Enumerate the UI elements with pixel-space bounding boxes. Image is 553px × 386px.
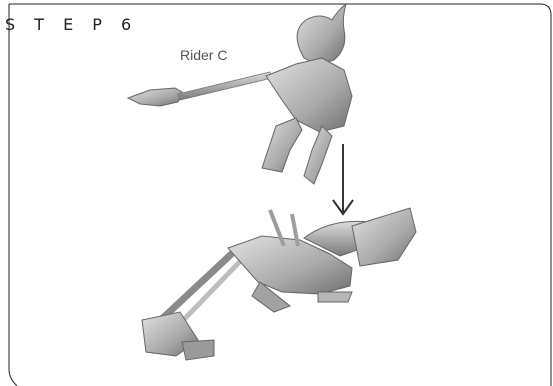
speeder-bike (0, 0, 553, 386)
